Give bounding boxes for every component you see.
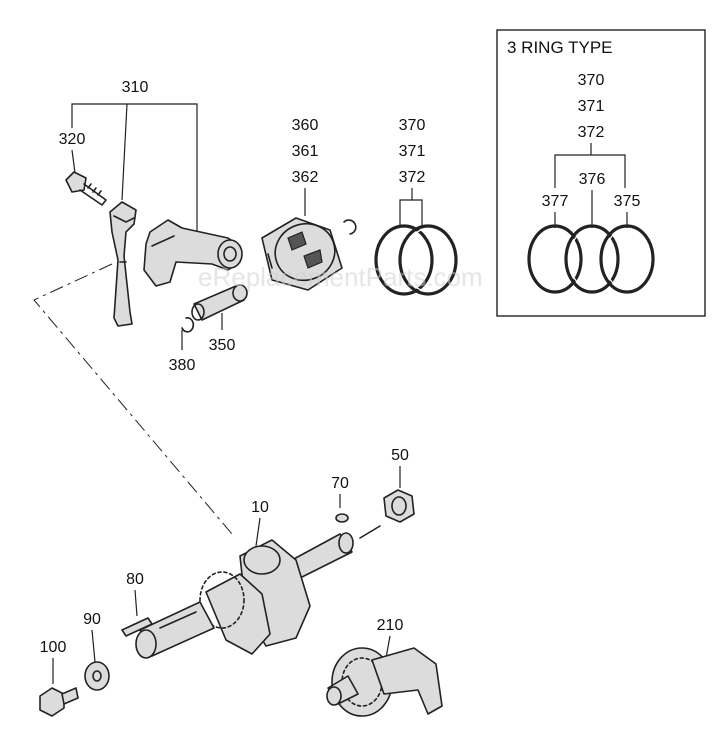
washer[interactable] [84, 661, 110, 691]
leader-320 [71, 149, 76, 174]
ring-lower-inner [402, 228, 454, 292]
callout-371[interactable]: 371 [399, 143, 426, 160]
piston-group: 360 361 362 [261, 117, 357, 291]
governor-gear[interactable] [326, 647, 443, 717]
callout-100[interactable]: 100 [40, 639, 67, 656]
callout-10[interactable]: 10 [251, 499, 269, 516]
crankshaft[interactable] [135, 525, 381, 659]
dowel-pin[interactable] [121, 617, 153, 637]
watermark: eReplacementParts.com [198, 262, 483, 292]
callout-361[interactable]: 361 [292, 143, 319, 160]
callout-inset-370[interactable]: 370 [578, 72, 605, 89]
connecting-rod[interactable] [143, 219, 243, 287]
ring-376[interactable] [564, 224, 620, 294]
inset-title: 3 RING TYPE [507, 38, 613, 57]
ring-lower[interactable] [398, 224, 458, 296]
ring-376-inner [568, 228, 616, 290]
piston-pin-group: 350 380 [169, 284, 248, 374]
callout-372[interactable]: 372 [399, 169, 426, 186]
callout-70[interactable]: 70 [331, 475, 349, 492]
callout-370[interactable]: 370 [399, 117, 426, 134]
callout-inset-371[interactable]: 371 [578, 98, 605, 115]
alignment-line [33, 263, 233, 535]
leader-210 [385, 635, 391, 659]
piston-pin-clip[interactable] [181, 317, 195, 333]
callout-377[interactable]: 377 [542, 193, 569, 210]
rod-bolt[interactable] [65, 171, 107, 206]
ring-377[interactable] [527, 224, 583, 294]
callout-80[interactable]: 80 [126, 571, 144, 588]
piston-clip[interactable] [343, 219, 357, 235]
rod-cap[interactable] [109, 201, 137, 327]
inset-3-ring-type: 3 RING TYPE 370 371 372 377 376 375 [496, 29, 706, 317]
inset-frame [496, 29, 706, 317]
leader-80 [134, 589, 138, 617]
crank-bolt[interactable] [39, 687, 79, 717]
ring-375-inner [603, 228, 651, 290]
piston-pin[interactable] [191, 284, 248, 321]
woodruff-key[interactable] [335, 513, 349, 523]
callout-350[interactable]: 350 [209, 337, 236, 354]
ring-upper-inner [378, 228, 430, 292]
leader-310-center [121, 103, 128, 201]
callout-320[interactable]: 320 [59, 131, 86, 148]
governor-group: 210 [326, 617, 443, 717]
crankshaft-group: 10 [135, 499, 381, 659]
hardware-right: 70 50 [331, 447, 415, 523]
callout-380[interactable]: 380 [169, 357, 196, 374]
ring-377-inner [531, 228, 579, 290]
ring-set: 370 371 372 [374, 117, 458, 296]
conrod-assembly: 310 320 [59, 79, 243, 327]
leader-310-bracket [71, 103, 198, 232]
leader-372-bracket [399, 199, 423, 226]
callout-90[interactable]: 90 [83, 611, 101, 628]
callout-210[interactable]: 210 [377, 617, 404, 634]
leader-90 [91, 629, 96, 663]
callout-310[interactable]: 310 [122, 79, 149, 96]
flange-nut[interactable] [383, 489, 415, 523]
leader-inset-bracket [554, 154, 626, 188]
callout-50[interactable]: 50 [391, 447, 409, 464]
piston[interactable] [261, 215, 343, 291]
callout-376[interactable]: 376 [579, 171, 606, 188]
callout-362[interactable]: 362 [292, 169, 319, 186]
callout-inset-372[interactable]: 372 [578, 124, 605, 141]
hardware-left: 80 90 100 [39, 571, 153, 717]
leader-10 [255, 517, 261, 547]
ring-upper[interactable] [374, 224, 434, 296]
ring-375[interactable] [599, 224, 655, 294]
callout-360[interactable]: 360 [292, 117, 319, 134]
callout-375[interactable]: 375 [614, 193, 641, 210]
